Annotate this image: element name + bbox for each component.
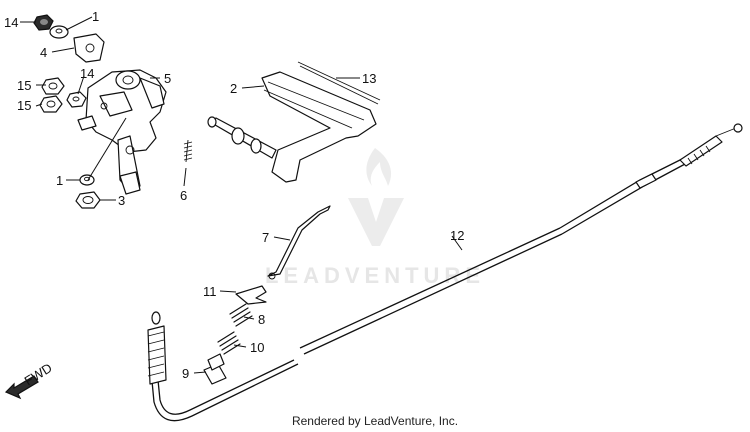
callout-label: 5 [164,71,171,86]
callout-label: 14 [80,66,94,81]
callout-label: 4 [40,45,47,60]
callout-label: 1 [56,173,63,188]
leader-lines [20,16,463,374]
arrow-left-icon [4,375,39,400]
callout-label: 14 [4,15,18,30]
callout-label: 15 [17,78,31,93]
part-washer-top [49,25,69,39]
part-nut-3 [75,191,101,209]
render-credit: Rendered by LeadVenture, Inc. [291,414,459,428]
part-nut-15-upper [41,77,65,95]
callout-label: 6 [180,188,187,203]
callout-labels: 14 1 4 15 14 15 5 2 13 1 3 6 7 12 11 8 1… [4,9,464,381]
callout-label: 9 [182,366,189,381]
callout-label: 10 [250,340,264,355]
callout-label: 3 [118,193,125,208]
watermark-brand-text: LEADVENTURE [265,263,485,288]
part-pedal-bracket [77,69,167,195]
part-washer-lower [79,174,95,186]
part-spring-8 [229,303,253,327]
part-nut-15-lower [39,95,63,113]
callout-label: 11 [203,284,217,299]
part-spring-10 [217,331,241,355]
watermark-flame-icon [366,148,392,186]
fwd-label: FWD [22,360,55,388]
callout-label: 7 [262,230,269,245]
callout-label: 2 [230,81,237,96]
part-washer-14 [66,91,87,108]
part-adjuster [203,353,227,385]
leadventure-watermark: LEADVENTURE [265,148,485,288]
watermark-v-icon [348,198,404,246]
part-brake-rod [267,205,331,280]
part-spring-6 [183,139,193,163]
part-pedal-pad [297,61,381,105]
callout-label: 1 [92,9,99,24]
part-clip [235,285,267,305]
callout-label: 15 [17,98,31,113]
part-cover-plate [73,33,105,63]
callout-label: 8 [258,312,265,327]
forward-direction-marker: FWD [4,360,55,400]
part-brake-cable [147,123,743,422]
callout-label: 13 [362,71,376,86]
part-nut-top [33,14,54,31]
callout-label: 12 [450,228,464,243]
part-brake-pedal [207,71,377,183]
